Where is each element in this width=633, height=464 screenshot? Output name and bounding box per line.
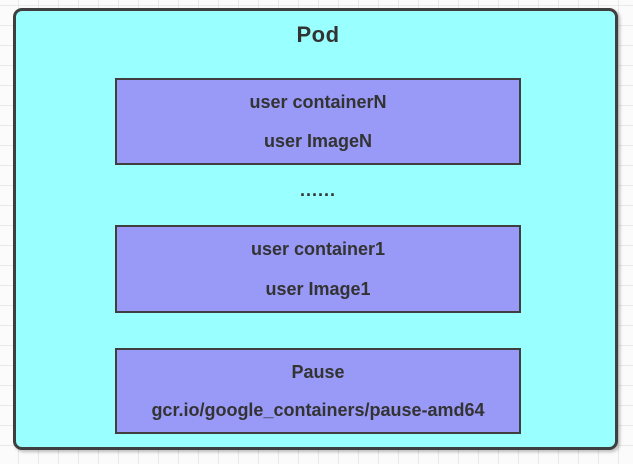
pod-title: Pod xyxy=(296,22,340,47)
container-image: user Image1 xyxy=(265,279,371,299)
container-box-pause: Pause gcr.io/google_containers/pause-amd… xyxy=(115,348,521,434)
container-image: gcr.io/google_containers/pause-amd64 xyxy=(151,400,485,420)
container-box-userN: user containerN user ImageN xyxy=(115,78,521,165)
container-box-user1: user container1 user Image1 xyxy=(115,225,521,313)
containers-ellipsis: ...... xyxy=(299,180,336,200)
container-name: user containerN xyxy=(249,92,387,112)
container-name: Pause xyxy=(291,362,345,382)
container-name: user container1 xyxy=(250,239,386,259)
container-image: user ImageN xyxy=(263,131,373,151)
